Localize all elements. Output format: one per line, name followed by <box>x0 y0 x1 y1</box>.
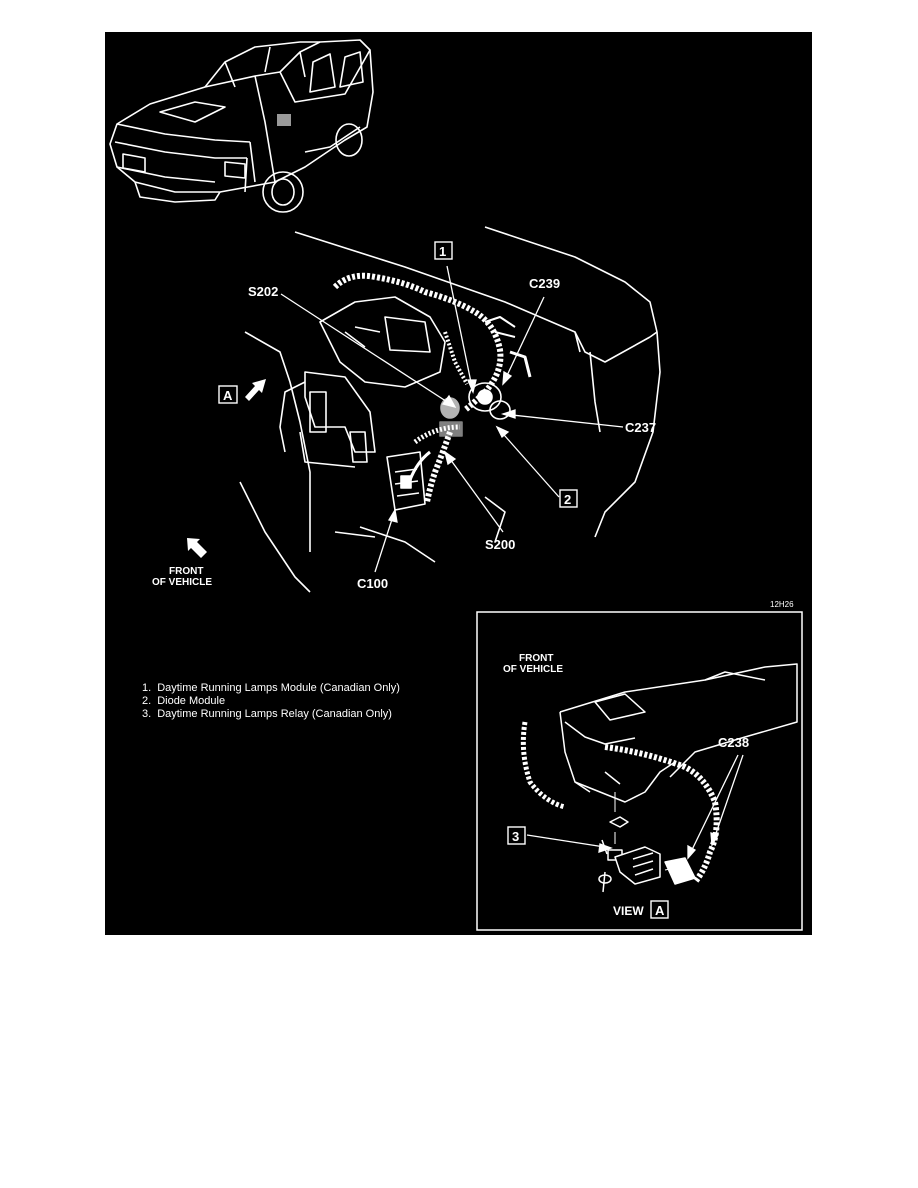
figure-code: 12H26 <box>770 600 794 609</box>
main-illustration <box>239 226 661 593</box>
front-label-line2: OF VEHICLE <box>152 577 212 588</box>
callout-1-label: 1 <box>439 244 446 259</box>
label-c239: C239 <box>529 276 560 291</box>
label-c100: C100 <box>357 576 388 591</box>
legend-text: Daytime Running Lamps Module (Canadian O… <box>157 682 400 694</box>
callout-box-1 <box>434 241 453 260</box>
label-s200: S200 <box>485 537 515 552</box>
inset-leader-lines <box>526 754 744 860</box>
callout-3-label: 3 <box>512 829 519 844</box>
legend: 1. Daytime Running Lamps Module (Canadia… <box>142 682 400 721</box>
legend-item: 1. Daytime Running Lamps Module (Canadia… <box>142 682 400 695</box>
vehicle-thumbnail <box>109 39 374 213</box>
legend-number: 3. <box>142 708 152 720</box>
label-c238: C238 <box>718 735 749 750</box>
legend-number: 2. <box>142 695 152 707</box>
legend-item: 3. Daytime Running Lamps Relay (Canadian… <box>142 708 400 721</box>
legend-text: Diode Module <box>157 695 226 707</box>
callout-a-label: A <box>223 388 233 403</box>
view-box-label: A <box>655 903 665 918</box>
arrow-icon <box>187 538 207 558</box>
label-c237: C237 <box>625 420 656 435</box>
legend-number: 1. <box>142 682 152 694</box>
arrow-icon <box>245 379 266 401</box>
label-s202: S202 <box>248 284 278 299</box>
diagram-figure: 1 A 2 S202 C239 C237 S200 C100 FRONT OF … <box>105 32 812 935</box>
inset-front-label-line2: OF VEHICLE <box>503 664 563 675</box>
inset-illustration <box>520 663 798 893</box>
callout-box-3 <box>507 826 526 845</box>
legend-text: Daytime Running Lamps Relay (Canadian On… <box>157 708 392 720</box>
callout-box-a <box>218 385 238 404</box>
callout-box-2 <box>559 489 578 508</box>
inset-front-label-line1: FRONT <box>519 653 553 664</box>
legend-item: 2. Diode Module <box>142 695 400 708</box>
view-label: VIEW <box>613 904 644 918</box>
view-box <box>650 900 669 919</box>
front-label-line1: FRONT <box>169 566 203 577</box>
leader-lines <box>280 265 624 573</box>
callout-2-label: 2 <box>564 492 571 507</box>
